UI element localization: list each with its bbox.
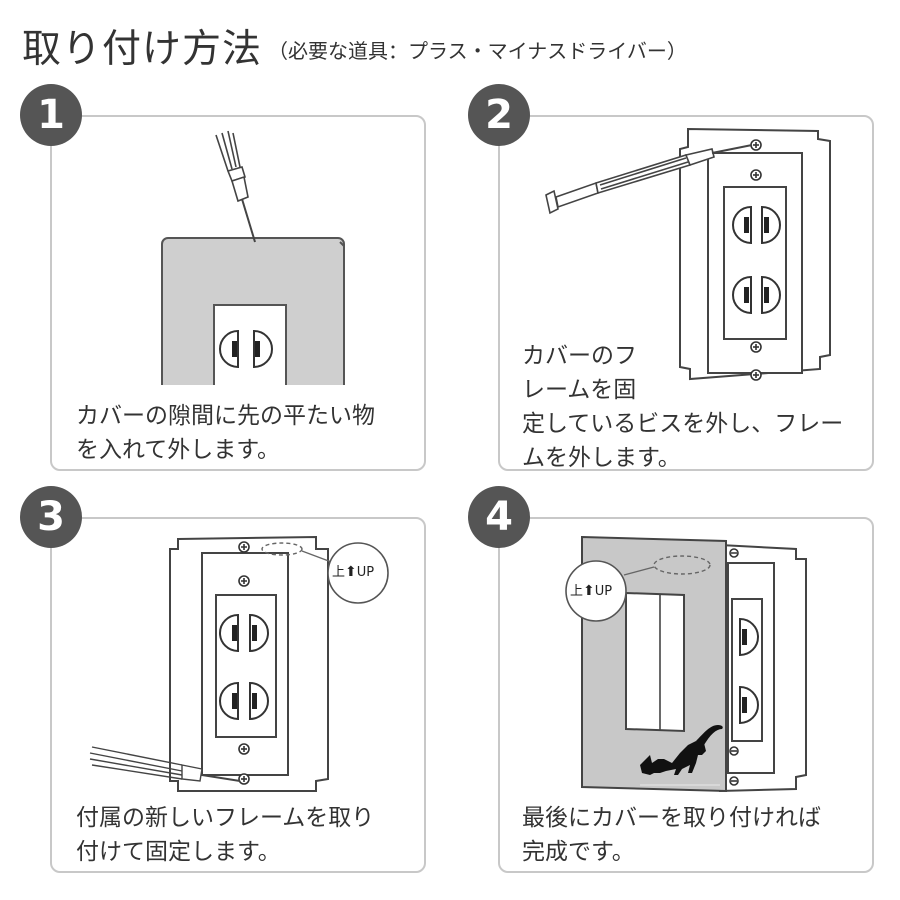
caption-line: レームを固 [522, 377, 637, 403]
step-3-illustration [89, 535, 389, 792]
step-3-panel: 上⬆UP 付属の新しいフレームを取り 付けて固定します。 [50, 517, 426, 873]
page-title: 取り付け方法（必要な道具：プラス・マイナスドライバー） [22, 18, 687, 74]
step-4-badge: 4 [468, 486, 530, 548]
step-4-panel: 上⬆UP 最後にカバーを取り付ければ 完成です。 [498, 517, 874, 873]
outlet-icon [723, 186, 787, 340]
caption-line: 付けて固定します。 [76, 839, 281, 865]
caption-line: カバーのフ [522, 343, 637, 369]
subtitle-text: （必要な道具：プラス・マイナスドライバー） [268, 39, 687, 63]
step-3-caption: 付属の新しいフレームを取り 付けて固定します。 [76, 801, 374, 869]
outlet-icon [215, 594, 277, 738]
step-1-panel: カバーの隙間に先の平たい物 を入れて外します。 [50, 115, 426, 471]
outlet-icon [219, 329, 273, 369]
step-2-panel: カバーのフ レームを固 定しているビスを外し、フレー ムを外します。 [498, 115, 874, 471]
up-callout-label: 上⬆UP [570, 580, 612, 599]
screwdriver-icon [89, 746, 241, 782]
up-arrow-icon: ⬆ [583, 583, 595, 599]
step-1-illustration [161, 130, 345, 385]
up-callout-label: 上⬆UP [332, 561, 374, 580]
step-3-badge: 3 [20, 486, 82, 548]
caption-line: 付属の新しいフレームを取り [76, 805, 375, 831]
step-1-badge: 1 [20, 84, 82, 146]
up-latin: UP [356, 565, 375, 580]
title-text: 取り付け方法 [22, 27, 263, 72]
step-4-caption: 最後にカバーを取り付ければ 完成です。 [522, 801, 821, 869]
caption-line: を入れて外します。 [76, 437, 281, 463]
screw-icon [729, 548, 739, 786]
screwdriver-icon [215, 130, 256, 243]
up-arrow-icon: ⬆ [345, 564, 357, 580]
step-1-caption: カバーの隙間に先の平たい物 を入れて外します。 [76, 399, 375, 467]
cat-silhouette-icon [640, 725, 723, 775]
caption-line: 定しているビスを外し、フレー [522, 411, 844, 437]
screw-icon [238, 541, 250, 785]
step-2-badge: 2 [468, 84, 530, 146]
step-2-illustration [545, 127, 831, 381]
up-latin: UP [594, 584, 613, 599]
step-2-caption: カバーのフ レームを固 定しているビスを外し、フレー ムを外します。 [522, 339, 844, 471]
outlet-icon [731, 598, 763, 742]
caption-line: 完成です。 [522, 839, 635, 865]
caption-line: カバーの隙間に先の平たい物 [76, 403, 375, 429]
screwdriver-icon [545, 144, 753, 215]
caption-line: 最後にカバーを取り付ければ [522, 805, 821, 831]
caption-line: ムを外します。 [522, 445, 681, 471]
step-4-illustration [565, 535, 807, 793]
up-kanji: 上 [332, 565, 346, 580]
up-kanji: 上 [570, 584, 584, 599]
